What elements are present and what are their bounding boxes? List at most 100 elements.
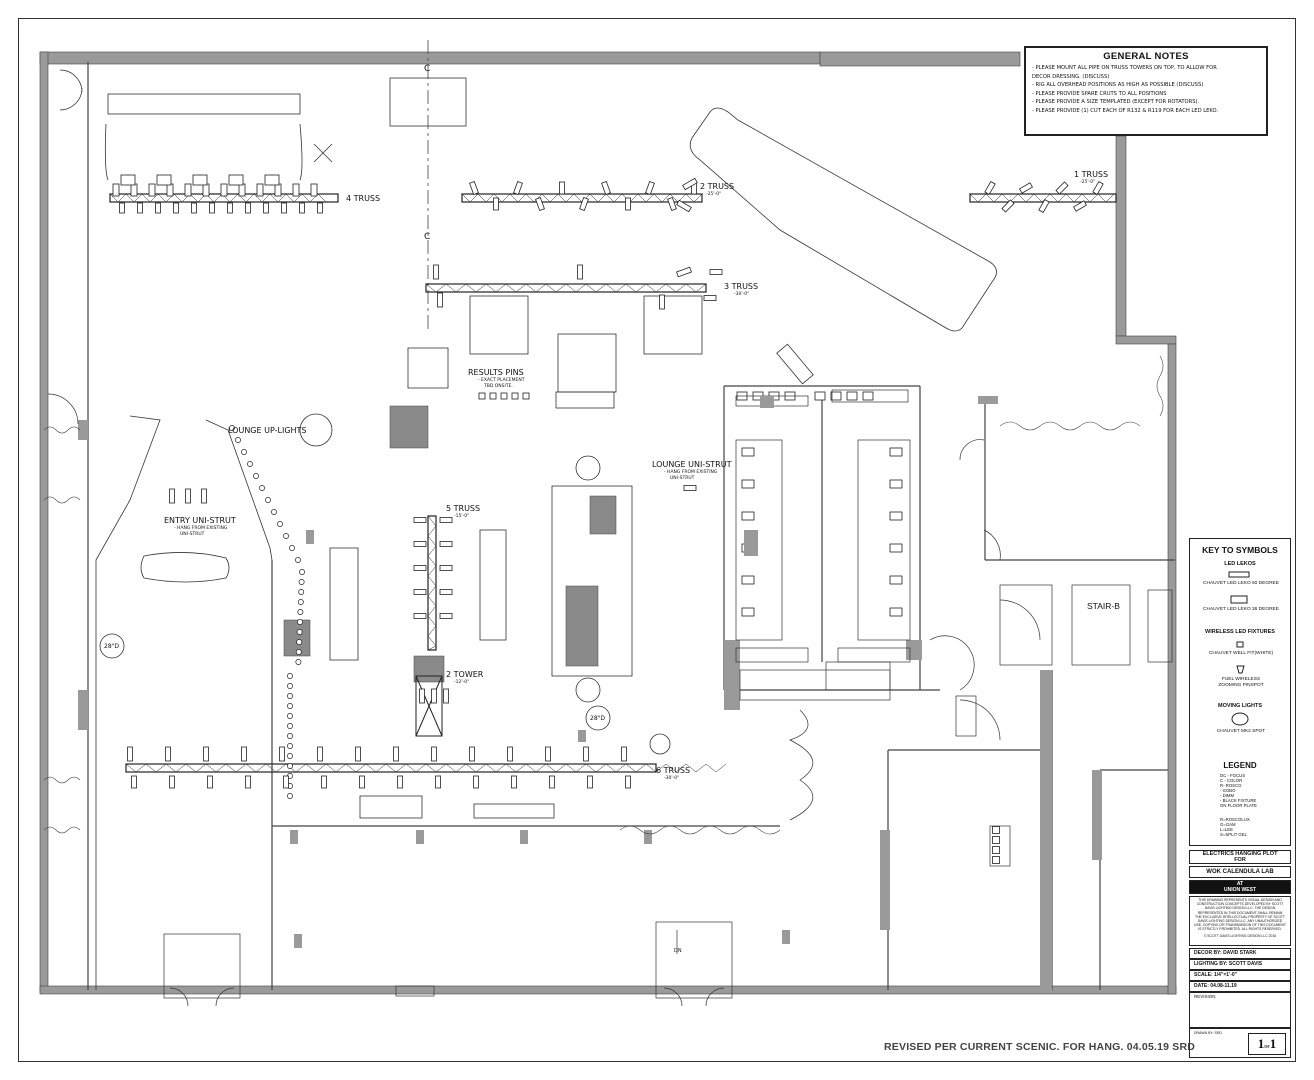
legend-item: R- ROSCO xyxy=(1220,783,1242,788)
light-fixture xyxy=(535,196,545,212)
light-fixture xyxy=(220,183,228,197)
plot-for: FOR xyxy=(1234,857,1246,863)
sheet-total: 1 xyxy=(1269,1036,1277,1051)
restrooms xyxy=(735,389,911,821)
uplight-fixture xyxy=(297,609,304,615)
truss-3 xyxy=(425,283,707,293)
uplight-fixture xyxy=(296,629,303,635)
uplight-fixture xyxy=(297,599,304,605)
entrance-doors xyxy=(47,69,733,1007)
toilet-fixture xyxy=(889,543,903,553)
light-fixture xyxy=(207,775,213,789)
light-fixture xyxy=(511,775,517,789)
light-fixture xyxy=(185,488,191,504)
light-fixture xyxy=(413,613,427,619)
tower-2-label: 2 TOWER xyxy=(446,670,484,679)
light-fixture xyxy=(559,181,565,195)
truss-1-height: -25'-0" xyxy=(1080,180,1096,185)
light-fixture xyxy=(148,183,156,197)
light-fixture xyxy=(245,202,251,214)
moving-light-fixture xyxy=(120,174,136,186)
light-fixture xyxy=(256,183,264,197)
drawn-by: DRAWN BY: SRD xyxy=(1194,1031,1222,1035)
sconce-fixture xyxy=(830,391,842,401)
project-name: WOK CALENDULA LAB xyxy=(1189,866,1291,878)
note-line: - RIG ALL OVERHEAD POSITIONS AS HIGH AS … xyxy=(1032,82,1204,89)
uplight-fixture xyxy=(298,579,305,585)
key-leko50: CHAUVET LED LEKO 50 DEGREE xyxy=(1203,581,1279,586)
light-fixture xyxy=(184,183,192,197)
key-fuel-2: ZOOMING PINSPOT xyxy=(1218,683,1264,688)
plot-title: ELECTRICS HANGING PLOT xyxy=(1202,851,1278,857)
venue-block: AT UNION WEST xyxy=(1189,880,1291,894)
light-fixture xyxy=(433,264,439,280)
light-fixture xyxy=(112,183,120,197)
light-fixture xyxy=(292,183,300,197)
toilet-fixture xyxy=(889,447,903,457)
light-fixture xyxy=(131,775,137,789)
light-fixture xyxy=(545,746,551,762)
round-tables xyxy=(99,413,671,755)
light-fixture xyxy=(625,775,631,789)
lighting-by: LIGHTING BY: SCOTT DAVIS xyxy=(1189,959,1291,970)
tower-2 xyxy=(415,675,443,737)
light-fixture xyxy=(155,202,161,214)
light-fixture xyxy=(435,775,441,789)
uplight-fixture xyxy=(229,425,235,431)
light-fixture xyxy=(1073,200,1087,212)
moving-light-fixture xyxy=(192,174,208,186)
lounge-unistrut-label: LOUNGE UNI-STRUT xyxy=(652,460,732,469)
light-fixture xyxy=(1019,182,1033,194)
wall-fixture xyxy=(992,856,1000,864)
toilet-fixture xyxy=(889,575,903,585)
pinspot-fixture xyxy=(500,392,508,400)
sheet-number-box: 1OF1 xyxy=(1248,1033,1286,1055)
wall-fixture xyxy=(992,846,1000,854)
light-fixture xyxy=(443,688,449,704)
light-fixture xyxy=(587,775,593,789)
light-fixture xyxy=(137,202,143,214)
title-plot: ELECTRICS HANGING PLOT FOR xyxy=(1189,850,1291,864)
uplight-fixture xyxy=(299,569,305,575)
uplight-fixture xyxy=(287,733,293,739)
tower-2-height: -12'-0" xyxy=(454,680,470,685)
truss-4-label: 4 TRUSS xyxy=(346,194,381,203)
moving-light-fixture xyxy=(264,174,280,186)
legend-item: C - COLOR xyxy=(1220,778,1243,783)
key-fuel-1: FUEL WIRELESS xyxy=(1221,677,1261,682)
uplight-fixture xyxy=(287,683,293,689)
light-fixture xyxy=(577,264,583,280)
note-line: - PLEASE PROVIDE SPARE CRUTS TO ALL POSI… xyxy=(1032,90,1167,97)
legend-item: G=GAM xyxy=(1220,822,1236,827)
centerline-mark-1: C xyxy=(424,64,431,74)
uplight-fixture xyxy=(295,557,301,563)
uplight-fixture xyxy=(287,723,293,729)
toilet-fixture xyxy=(741,479,755,489)
light-fixture xyxy=(245,775,251,789)
truss-1-label: 1 TRUSS xyxy=(1074,170,1109,179)
light-fixture xyxy=(299,202,305,214)
light-fixture xyxy=(413,565,427,571)
light-fixture xyxy=(169,775,175,789)
sheet-border xyxy=(18,18,1296,1062)
uplight-fixture xyxy=(277,521,283,527)
light-fixture xyxy=(419,688,425,704)
light-fixture xyxy=(984,181,996,195)
light-fixture xyxy=(439,565,453,571)
sconce-fixture xyxy=(862,391,874,401)
sheet-block: DRAWN BY: SRD 1OF1 xyxy=(1189,1028,1291,1058)
copyright-text: © SCOTT DAVIS LIGHTING DESIGN LLC 2016 xyxy=(1203,933,1277,938)
light-fixture xyxy=(659,294,665,310)
toilet-fixture xyxy=(889,511,903,521)
well-fit-icon xyxy=(1236,641,1244,648)
pinspot-fixture xyxy=(478,392,486,400)
light-fixture xyxy=(621,746,627,762)
table-diameter-2: 28"D xyxy=(590,715,606,722)
lounge-unistrut-sub2: UNI-STRUT xyxy=(670,476,695,481)
light-fixture xyxy=(493,197,499,211)
key-mk2: CHAUVET MK2 SPOT xyxy=(1216,729,1266,734)
light-fixture xyxy=(413,589,427,595)
light-fixture xyxy=(209,202,215,214)
centerline-mark-2: C xyxy=(424,232,431,242)
